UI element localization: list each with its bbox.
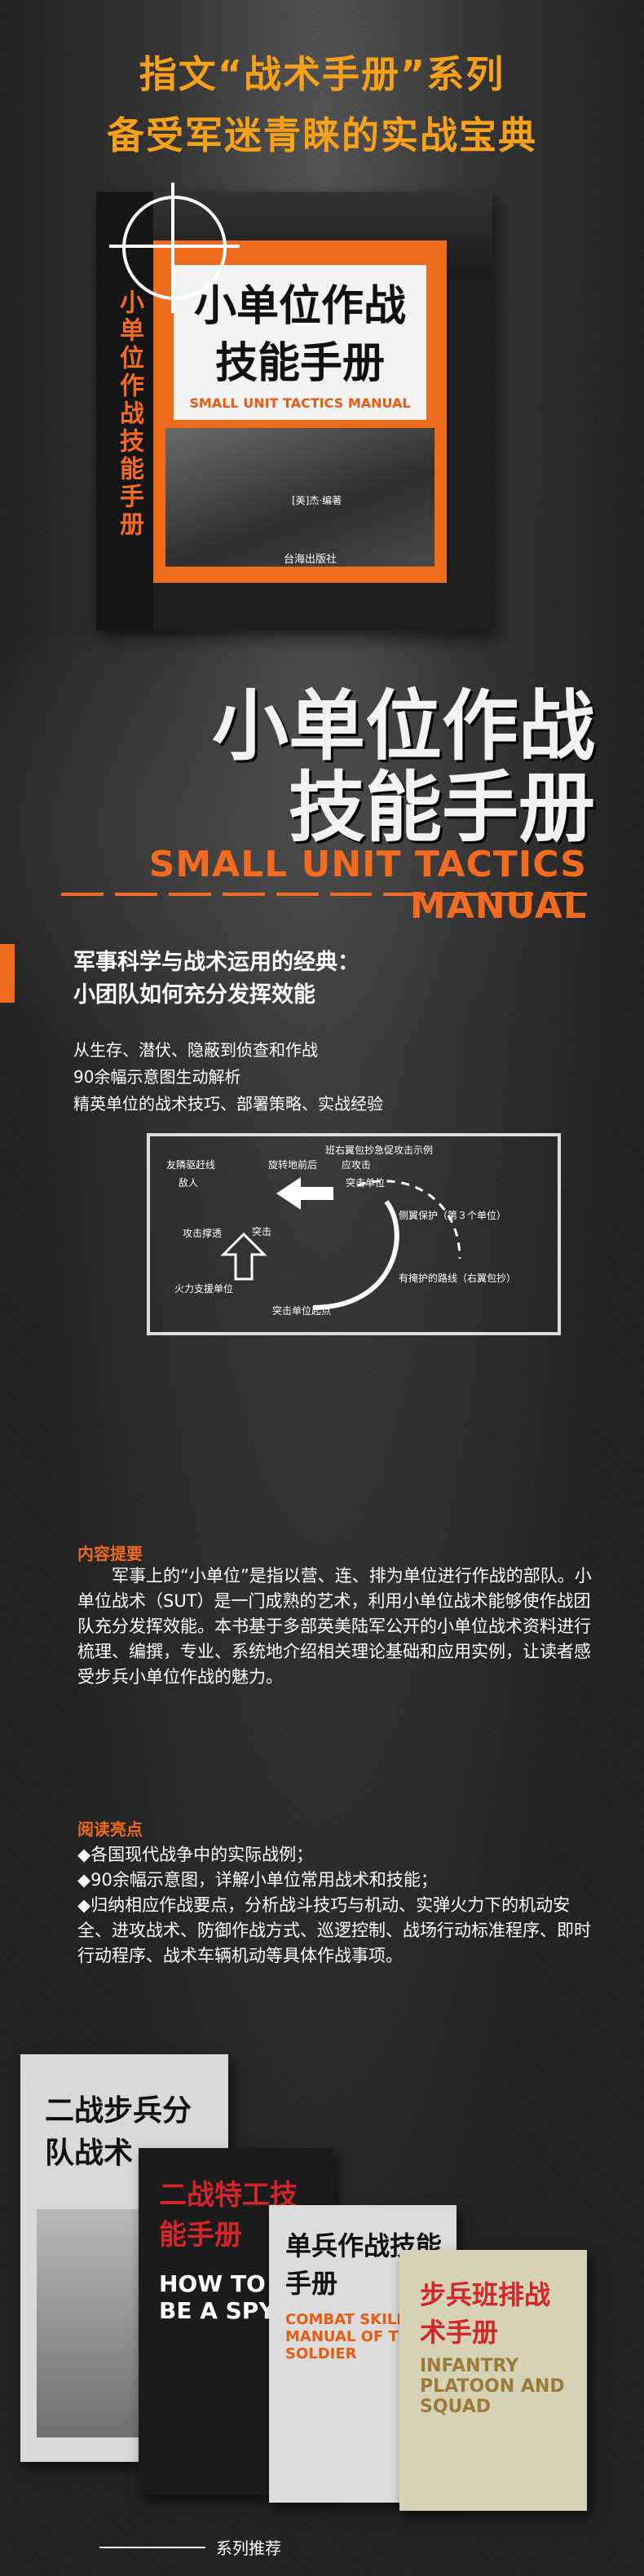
crosshair-icon xyxy=(109,183,240,313)
reading-point: ◆归纳相应作战要点，分析战斗技巧与机动、实弹火力下的机动安全、进攻战术、防御作战… xyxy=(77,1895,591,1965)
book-title: 二战步兵分队战术 xyxy=(45,2094,192,2170)
book-title: 步兵班排战术手册 xyxy=(420,2279,551,2348)
diagram-label: 突击 xyxy=(252,1226,272,1237)
feature-item: 90余幅示意图生动解析 xyxy=(73,1067,241,1087)
hero-english-title: SMALL UNIT TACTICS MANUAL xyxy=(148,844,587,927)
diagram-label: 有掩护的路线（右翼包抄） xyxy=(399,1273,517,1284)
reading-point: ◆各国现代战争中的实际战例； xyxy=(77,1845,314,1864)
diagram-label: 敌人 xyxy=(179,1177,199,1189)
footer-divider xyxy=(99,2547,205,2548)
hero-title-line2: 技能手册 xyxy=(288,764,595,853)
diagram-label: 攻击撑透 xyxy=(183,1228,223,1239)
feature-item: 精英单位的战术技巧、部署策略、实战经验 xyxy=(73,1094,383,1114)
diagram-label: 火力支援单位 xyxy=(174,1283,234,1295)
reading-points-title: 阅读亮点 xyxy=(77,1820,143,1839)
hero-title-line1: 小单位作战 xyxy=(211,682,595,771)
diagram-label: 旋转地前后 xyxy=(268,1159,318,1171)
tactics-diagram: 班右翼包抄急促攻击示例 友隣驱赶线 敌人 旋转地前后 应攻击 突击单位 突击 攻… xyxy=(147,1133,561,1335)
series-book-4: 步兵班排战术手册 INFANTRY PLATOON AND SQUAD xyxy=(399,2250,587,2511)
headline-line2: 备受军迷青睐的实战宝典 xyxy=(107,113,537,157)
diagram-label: 侧翼保护（第３个单位） xyxy=(399,1210,507,1221)
cover-publisher: 台海出版社 xyxy=(284,554,337,566)
cover-photo xyxy=(165,428,434,567)
hero-dash-divider xyxy=(61,893,588,901)
description-title: 内容提要 xyxy=(77,1544,143,1564)
book-english-title: COMBAT SKILLS MANUAL OF THE SOLDIER xyxy=(285,2311,421,2362)
cover-author: [美]杰·编著 xyxy=(292,495,342,506)
series-books: 二战步兵分队战术 二战特工技能手册 HOW TO BE A SPY 单兵作战技能… xyxy=(0,2054,644,2519)
diagram-title: 班右翼包抄急促攻击示例 xyxy=(325,1145,434,1156)
series-label: 系列推荐 xyxy=(216,2539,281,2558)
soldier-background xyxy=(0,636,644,1125)
cover-title-box: 小单位作战 技能手册 SMALL UNIT TACTICS MANUAL xyxy=(174,265,426,420)
diagram-label: 友隣驱赶线 xyxy=(166,1159,216,1171)
cover-english-title: SMALL UNIT TACTICS MANUAL xyxy=(189,395,411,411)
diagram-arrows xyxy=(220,1177,461,1310)
reading-points-list: ◆各国现代战争中的实际战例； ◆90余幅示意图，详解小单位常用战术和技能； ◆归… xyxy=(77,1842,599,1969)
diagram-label: 应攻击 xyxy=(342,1159,372,1171)
spine-text: 小单位作战技能手册 xyxy=(115,289,143,539)
cover-title-line2: 技能手册 xyxy=(214,339,385,388)
book-title: 二战特工技能手册 xyxy=(159,2179,298,2252)
feature-item: 从生存、潜伏、隐蔽到侦查和作战 xyxy=(73,1040,318,1060)
subtitle-accent-bar xyxy=(0,944,15,1003)
book-english-title: HOW TO BE A SPY xyxy=(159,2270,276,2324)
description-text: 军事上的“小单位”是指以营、连、排为单位进行作战的部队。小单位战术（SUT）是一… xyxy=(77,1566,592,1687)
book-cover: 小单位作战 技能手册 SMALL UNIT TACTICS MANUAL [美]… xyxy=(96,192,492,630)
subtitle-line2: 小团队如何充分发挥效能 xyxy=(73,982,315,1008)
series-footer: 系列推荐 xyxy=(0,2535,644,2560)
reading-point: ◆90余幅示意图，详解小单位常用战术和技能； xyxy=(77,1870,438,1890)
subtitle-line1: 军事科学与战术运用的经典： xyxy=(73,950,359,975)
headline-line1: 指文“战术手册”系列 xyxy=(139,52,505,96)
book-english-title: INFANTRY PLATOON AND SQUAD xyxy=(420,2356,565,2417)
cover-title-line1: 小单位作战 xyxy=(193,282,406,331)
